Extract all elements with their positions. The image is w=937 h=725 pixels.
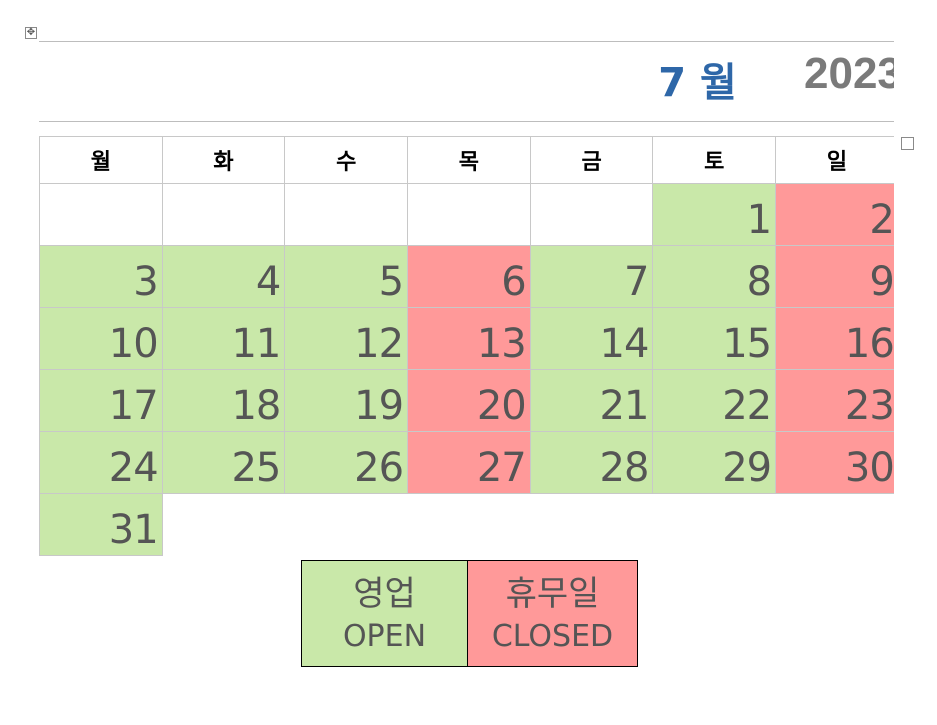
day-cell-empty xyxy=(407,183,531,246)
day-cell-empty xyxy=(39,183,163,246)
legend-open: 영업 OPEN xyxy=(302,561,468,666)
day-cell-23[interactable]: 23 xyxy=(775,369,894,432)
day-cell-empty xyxy=(162,493,285,556)
day-cell-16[interactable]: 16 xyxy=(775,307,894,370)
day-cell-9[interactable]: 9 xyxy=(775,245,894,308)
day-cell-17[interactable]: 17 xyxy=(39,369,163,432)
day-cell-20[interactable]: 20 xyxy=(407,369,531,432)
day-cell-empty xyxy=(775,493,894,556)
header-rule-bottom xyxy=(39,121,894,122)
day-cell-14[interactable]: 14 xyxy=(529,307,654,370)
day-cell-18[interactable]: 18 xyxy=(161,369,286,432)
weekday-sat: 토 xyxy=(652,136,777,184)
day-cell-27[interactable]: 27 xyxy=(407,431,531,494)
day-cell-11[interactable]: 11 xyxy=(161,307,286,370)
day-cell-2[interactable]: 2 xyxy=(775,183,894,246)
year-title-container: 2023 xyxy=(790,48,894,100)
day-cell-15[interactable]: 15 xyxy=(652,307,777,370)
legend: 영업 OPEN 휴무일 CLOSED xyxy=(301,560,638,667)
weekday-sun: 일 xyxy=(775,136,894,184)
day-cell-28[interactable]: 28 xyxy=(529,431,654,494)
day-cell-5[interactable]: 5 xyxy=(284,245,409,308)
year-title: 2023 xyxy=(804,49,894,98)
day-cell-31[interactable]: 31 xyxy=(39,493,163,556)
table-resize-handle-icon[interactable] xyxy=(901,137,914,150)
day-cell-empty xyxy=(284,183,409,246)
day-cell-7[interactable]: 7 xyxy=(529,245,654,308)
weekday-wed: 수 xyxy=(284,136,409,184)
day-cell-empty xyxy=(407,493,531,556)
day-cell-8[interactable]: 8 xyxy=(652,245,777,308)
day-cell-empty xyxy=(652,493,776,556)
table-move-handle-icon[interactable]: ✥ xyxy=(25,27,37,39)
day-cell-1[interactable]: 1 xyxy=(652,183,777,246)
weekday-thu: 목 xyxy=(407,136,531,184)
day-cell-empty xyxy=(529,183,654,246)
header-rule-top xyxy=(39,41,894,42)
day-cell-29[interactable]: 29 xyxy=(652,431,777,494)
day-cell-25[interactable]: 25 xyxy=(161,431,286,494)
day-cell-13[interactable]: 13 xyxy=(407,307,531,370)
day-cell-empty xyxy=(284,493,408,556)
day-cell-empty xyxy=(530,493,653,556)
day-cell-30[interactable]: 30 xyxy=(775,431,894,494)
weekday-fri: 금 xyxy=(529,136,654,184)
weekday-tue: 화 xyxy=(161,136,286,184)
day-cell-3[interactable]: 3 xyxy=(39,245,163,308)
day-cell-empty xyxy=(161,183,286,246)
legend-open-label-en: OPEN xyxy=(342,618,427,654)
legend-closed-label-ko: 휴무일 xyxy=(505,573,600,614)
day-cell-26[interactable]: 26 xyxy=(284,431,409,494)
month-title: 7 월 xyxy=(658,60,737,106)
day-cell-12[interactable]: 12 xyxy=(284,307,409,370)
weekday-mon: 월 xyxy=(39,136,163,184)
calendar-week-row: 31 xyxy=(39,493,894,556)
day-cell-10[interactable]: 10 xyxy=(39,307,163,370)
legend-closed: 휴무일 CLOSED xyxy=(468,561,637,666)
day-cell-6[interactable]: 6 xyxy=(407,245,531,308)
day-cell-24[interactable]: 24 xyxy=(39,431,163,494)
legend-closed-label-en: CLOSED xyxy=(491,618,614,654)
day-cell-22[interactable]: 22 xyxy=(652,369,777,432)
day-cell-19[interactable]: 19 xyxy=(284,369,409,432)
day-cell-21[interactable]: 21 xyxy=(529,369,654,432)
day-cell-4[interactable]: 4 xyxy=(161,245,286,308)
legend-open-label-ko: 영업 xyxy=(353,573,416,614)
weekday-header-row: 월 화 수 목 금 토 일 xyxy=(39,136,894,184)
